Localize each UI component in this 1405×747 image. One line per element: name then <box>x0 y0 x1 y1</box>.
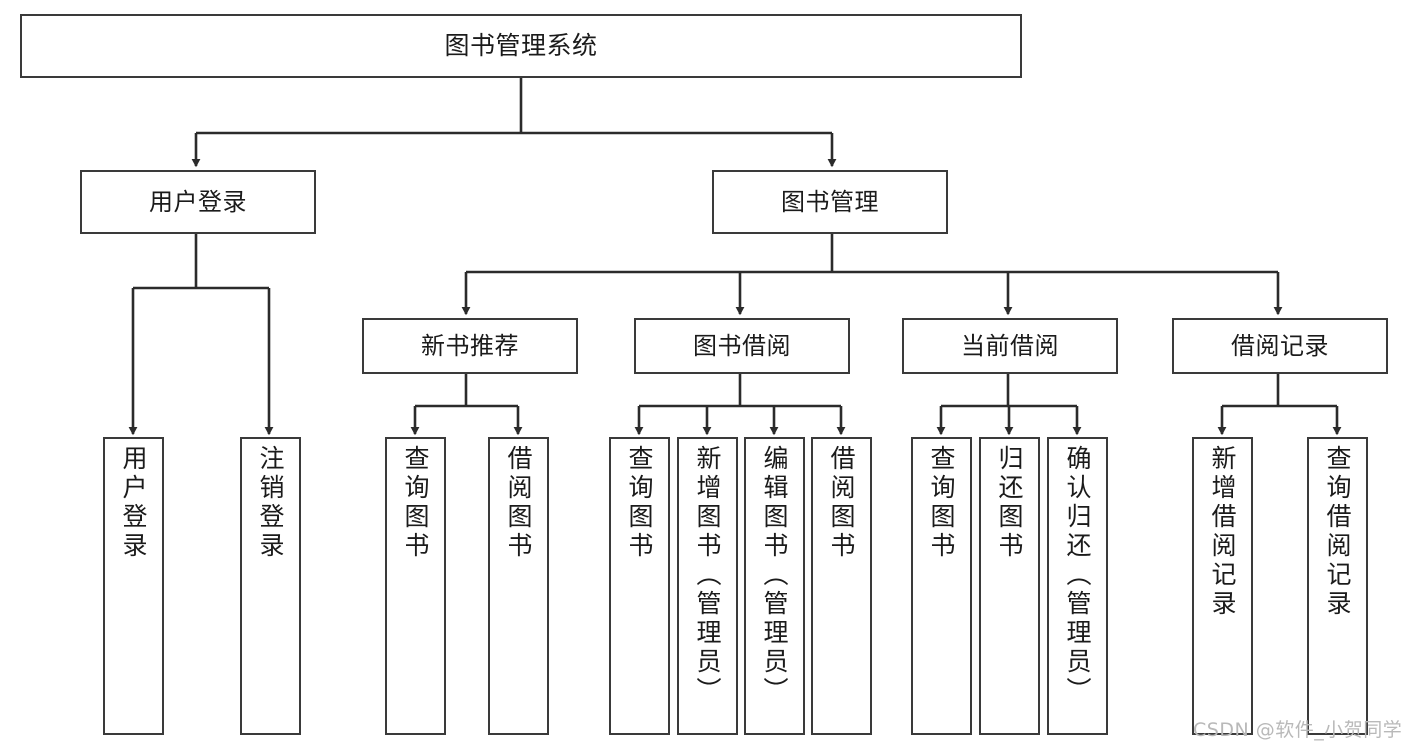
node-borrow-record[interactable]: 借阅记录 <box>1172 318 1388 374</box>
node-label: 图书管理系统 <box>444 31 598 61</box>
node-leaf-borrow-query[interactable]: 查询图书 <box>609 437 670 735</box>
node-label: 借阅记录 <box>1231 331 1329 360</box>
node-leaf-current-return[interactable]: 归还图书 <box>979 437 1040 735</box>
node-book-management[interactable]: 图书管理 <box>712 170 948 234</box>
node-label: 图书管理 <box>781 187 879 216</box>
node-leaf-current-confirm-return-admin[interactable]: 确认归还（管理员） <box>1047 437 1108 735</box>
node-label: 用户登录 <box>119 445 148 561</box>
node-label: 新书推荐 <box>421 331 519 360</box>
node-leaf-newbook-query[interactable]: 查询图书 <box>385 437 446 735</box>
node-leaf-current-query[interactable]: 查询图书 <box>911 437 972 735</box>
node-leaf-newbook-borrow[interactable]: 借阅图书 <box>488 437 549 735</box>
node-label: 注销登录 <box>256 445 285 561</box>
node-leaf-user-login-login[interactable]: 用户登录 <box>103 437 164 735</box>
node-label: 查询借阅记录 <box>1323 445 1352 619</box>
node-current-borrow[interactable]: 当前借阅 <box>902 318 1118 374</box>
node-new-book-recommend[interactable]: 新书推荐 <box>362 318 578 374</box>
node-root-system[interactable]: 图书管理系统 <box>20 14 1022 78</box>
node-leaf-record-query[interactable]: 查询借阅记录 <box>1307 437 1368 735</box>
node-label: 查询图书 <box>401 445 430 561</box>
node-label: 归还图书 <box>995 445 1024 561</box>
node-label: 确认归还（管理员） <box>1063 445 1092 706</box>
node-leaf-borrow-borrow-book[interactable]: 借阅图书 <box>811 437 872 735</box>
node-label: 图书借阅 <box>693 331 791 360</box>
node-label: 新增图书（管理员） <box>693 445 722 706</box>
node-label: 借阅图书 <box>827 445 856 561</box>
node-label: 用户登录 <box>149 187 247 216</box>
csdn-watermark: CSDN @软件_小贺同学 <box>1193 719 1403 741</box>
node-label: 查询图书 <box>625 445 654 561</box>
node-leaf-record-add[interactable]: 新增借阅记录 <box>1192 437 1253 735</box>
node-label: 查询图书 <box>927 445 956 561</box>
node-label: 编辑图书（管理员） <box>760 445 789 706</box>
node-leaf-user-login-logout[interactable]: 注销登录 <box>240 437 301 735</box>
node-label: 新增借阅记录 <box>1208 445 1237 619</box>
node-label: 借阅图书 <box>504 445 533 561</box>
node-leaf-borrow-edit-book-admin[interactable]: 编辑图书（管理员） <box>744 437 805 735</box>
node-leaf-borrow-add-book-admin[interactable]: 新增图书（管理员） <box>677 437 738 735</box>
node-book-borrow[interactable]: 图书借阅 <box>634 318 850 374</box>
node-label: 当前借阅 <box>961 331 1059 360</box>
node-user-login[interactable]: 用户登录 <box>80 170 316 234</box>
